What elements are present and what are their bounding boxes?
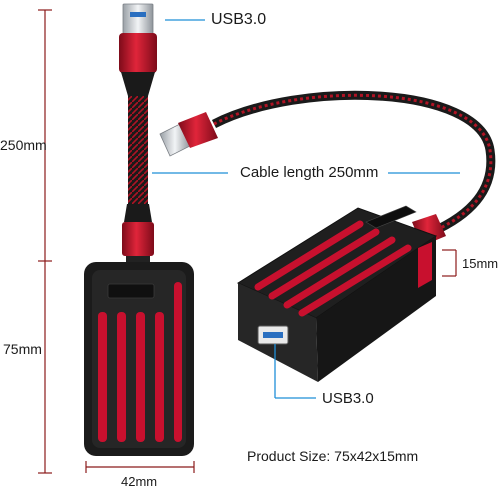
usb-port-label: USB3.0 bbox=[322, 390, 374, 407]
product-size-label: Product Size: 75x42x15mm bbox=[247, 448, 419, 464]
left-device-body bbox=[84, 262, 194, 456]
width-dimension-line bbox=[85, 461, 195, 473]
width-label: 42mm bbox=[121, 474, 158, 489]
length-vertical-label: 250mm bbox=[0, 137, 47, 153]
height-label: 15mm bbox=[462, 256, 499, 271]
cable-length-label: Cable length 250mm bbox=[240, 164, 379, 181]
left-usb-plug bbox=[119, 3, 157, 96]
right-usb-plug bbox=[159, 112, 218, 157]
left-braided-cable bbox=[128, 96, 148, 204]
left-lower-connector bbox=[122, 204, 154, 264]
body-length-label: 75mm bbox=[3, 341, 42, 357]
right-device-body bbox=[236, 205, 438, 382]
vertical-dimension-lines bbox=[38, 9, 52, 474]
height-dimension-line bbox=[442, 249, 457, 277]
callout-lines bbox=[152, 19, 460, 399]
usb-top-label: USB3.0 bbox=[211, 11, 267, 28]
